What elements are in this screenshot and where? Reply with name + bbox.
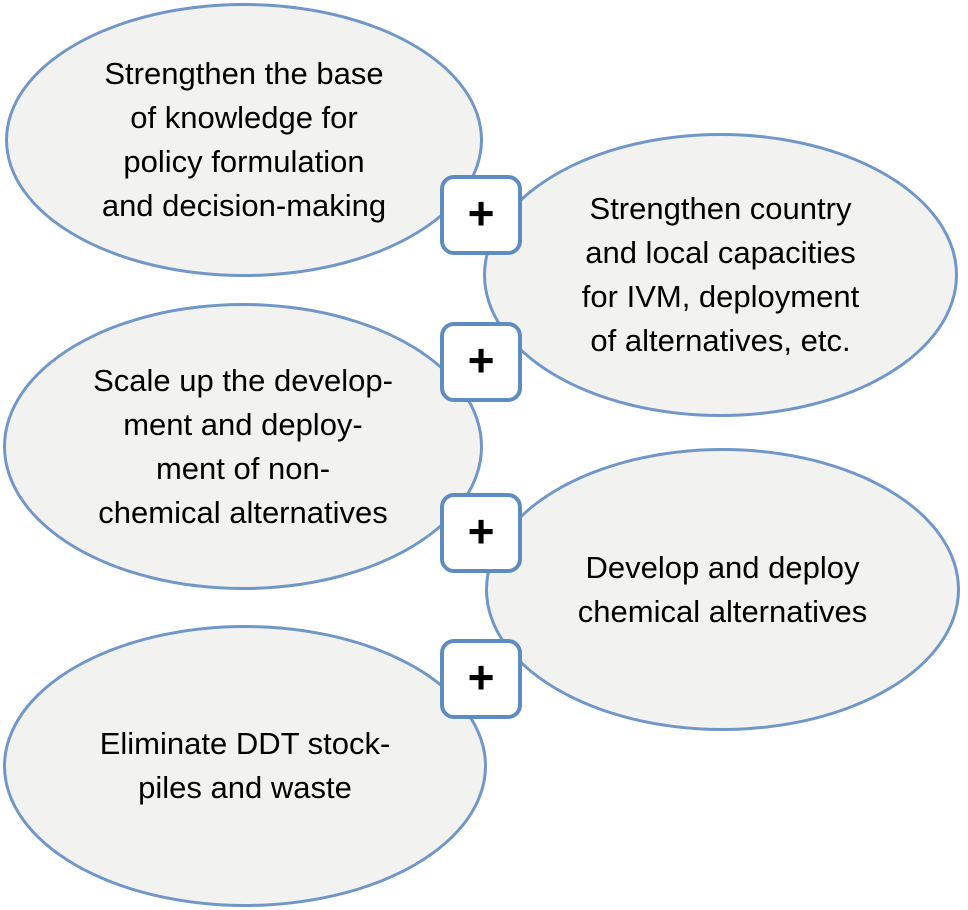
plus-connector-2: + bbox=[440, 322, 522, 402]
node-country-capacities: Strengthen country and local capacities … bbox=[483, 133, 958, 417]
plus-icon: + bbox=[467, 334, 495, 386]
plus-icon: + bbox=[467, 505, 495, 557]
node-label: Develop and deploy chemical alternatives bbox=[577, 549, 868, 629]
plus-icon: + bbox=[467, 187, 495, 239]
node-ddt-stockpiles: Eliminate DDT stock- piles and waste bbox=[3, 625, 487, 907]
node-knowledge-base: Strengthen the base of knowledge for pol… bbox=[5, 3, 483, 277]
plus-icon: + bbox=[467, 651, 495, 703]
plus-connector-3: + bbox=[440, 493, 522, 573]
node-label: Eliminate DDT stock- piles and waste bbox=[99, 726, 391, 805]
node-non-chemical-alternatives: Scale up the develop- ment and deploy- m… bbox=[3, 303, 483, 590]
plus-connector-4: + bbox=[440, 639, 522, 719]
node-label: Strengthen the base of knowledge for pol… bbox=[101, 56, 387, 223]
node-chemical-alternatives: Develop and deploy chemical alternatives bbox=[485, 448, 960, 731]
plus-connector-1: + bbox=[440, 175, 522, 255]
node-label: Strengthen country and local capacities … bbox=[581, 191, 860, 358]
node-label: Scale up the develop- ment and deploy- m… bbox=[93, 362, 393, 530]
